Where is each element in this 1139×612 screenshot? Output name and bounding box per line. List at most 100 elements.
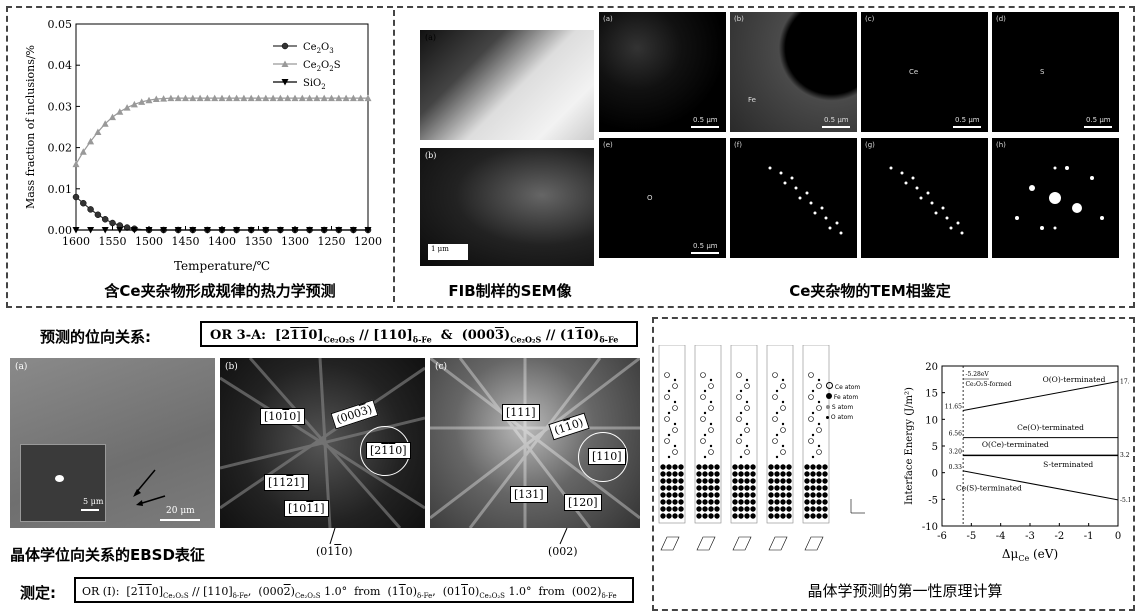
fe-atom <box>768 471 774 477</box>
marker-triangle <box>116 108 124 115</box>
fe-atom <box>780 471 786 477</box>
measured-or-box: OR (I): [2110]Ce₂O₂S // [110]δ-Fe, (0002… <box>74 577 634 603</box>
o-atom <box>775 411 779 415</box>
fe-atom <box>672 485 678 491</box>
tem-caption: Ce夹杂物的TEM相鉴定 <box>789 282 951 300</box>
ce-atom <box>700 416 706 422</box>
x-tick-label: -5 <box>966 531 976 542</box>
fe-atom <box>750 464 756 470</box>
marker-triangle <box>349 94 357 102</box>
top-divider <box>393 10 395 302</box>
fe-atom <box>696 464 702 470</box>
fe-atom <box>708 464 714 470</box>
ce-atom <box>664 394 670 400</box>
legend-fe-text: Fe atom <box>833 394 859 401</box>
fe-atom <box>666 485 672 491</box>
ce-atom <box>672 449 678 455</box>
fe-atom <box>696 471 702 477</box>
tem-panel-g: (g) <box>861 138 988 258</box>
o-atom <box>811 389 815 393</box>
idx-b1-text: [10 <box>264 410 283 423</box>
fe-atom <box>696 513 702 519</box>
y-axis-label: Mass fraction of inclusions/% <box>24 45 37 209</box>
ce-atom <box>744 449 750 455</box>
spot <box>1053 166 1057 170</box>
fe-atom <box>714 471 720 477</box>
idx-b2-text: [2 <box>370 444 382 457</box>
y-tick-label: 20 <box>925 362 938 373</box>
fe-atom <box>708 499 714 505</box>
spot <box>1090 176 1094 180</box>
ce-atom <box>808 416 814 422</box>
ebsd-b-bottom: (0110) <box>316 545 353 558</box>
o-atom <box>703 455 707 459</box>
fe-atom <box>750 513 756 519</box>
or-label: OR 3-A: <box>210 328 266 343</box>
marker-triangle-down <box>262 227 270 234</box>
ce-atom <box>780 405 786 411</box>
fe-atom <box>660 492 666 498</box>
ce-atom <box>744 427 750 433</box>
fe-atom <box>774 499 780 505</box>
fe-atom <box>804 513 810 519</box>
spot <box>798 196 802 200</box>
o-atom <box>709 444 713 448</box>
tem-panel-a: (a)0.5 μm <box>599 12 726 132</box>
tem-element-label: Fe <box>748 96 756 104</box>
fe-atom <box>744 471 750 477</box>
diffraction-spots <box>889 166 964 235</box>
left-value-label: 6.56 <box>949 431 963 438</box>
fe-atom <box>810 506 816 512</box>
x-tick-label: -3 <box>1025 531 1035 542</box>
o-atom <box>739 389 743 393</box>
cell-outline <box>696 536 716 551</box>
tem-element-label: S <box>1040 68 1045 76</box>
fe-atom <box>714 464 720 470</box>
arrows <box>133 469 166 506</box>
marker-triangle <box>123 104 131 111</box>
ce-atom <box>664 416 670 422</box>
bottom-right-frame <box>652 317 1135 611</box>
o-atom <box>673 400 677 404</box>
o-atom <box>745 378 749 382</box>
o-atom <box>667 389 671 393</box>
marker-triangle <box>320 94 328 102</box>
idx-b4: [1011] <box>284 500 329 517</box>
o-atom <box>709 422 713 426</box>
ce-atom <box>780 449 786 455</box>
ce-atom <box>816 427 822 433</box>
inset-scale-label: 5 μm <box>83 497 104 506</box>
tem-scale-label: 0.5 μm <box>1086 116 1111 124</box>
fe-atom <box>738 485 744 491</box>
ebsd-b-leader <box>329 528 336 545</box>
marker-triangle <box>130 100 138 108</box>
thermo-caption: 含Ce夹杂物形成规律的热力学预测 <box>104 282 336 300</box>
ce-atom <box>772 416 778 422</box>
fe-atom <box>666 506 672 512</box>
fe-atom <box>768 485 774 491</box>
marker-triangle-down <box>189 227 197 234</box>
fe-atom <box>786 478 792 484</box>
tem-panel-label: (f) <box>734 141 742 149</box>
x-tick-label: 1450 <box>172 235 200 248</box>
y-tick-label: 10 <box>925 415 938 426</box>
fe-atom <box>774 485 780 491</box>
marker-triangle <box>269 94 277 102</box>
ebsd-c-bottom: (002) <box>548 545 578 558</box>
fe-atom <box>696 478 702 484</box>
tem-panel-label: (e) <box>603 141 613 149</box>
marker-triangle-down <box>247 227 255 234</box>
idx-b1: [1010] <box>260 408 305 425</box>
fe-atom <box>816 464 822 470</box>
right-value-label: 17.09 <box>1120 379 1130 386</box>
o-atom <box>703 433 707 437</box>
spot <box>809 201 813 205</box>
ebsd-a-label: (a) <box>15 362 28 372</box>
fe-atom <box>678 499 684 505</box>
fe-atom <box>786 485 792 491</box>
y-tick-label: -10 <box>922 522 938 533</box>
series-name-label: O(O)-terminated <box>1043 375 1106 384</box>
energy-line <box>963 470 1119 501</box>
fe-atom <box>738 492 744 498</box>
x-tick-label: 1350 <box>245 235 273 248</box>
